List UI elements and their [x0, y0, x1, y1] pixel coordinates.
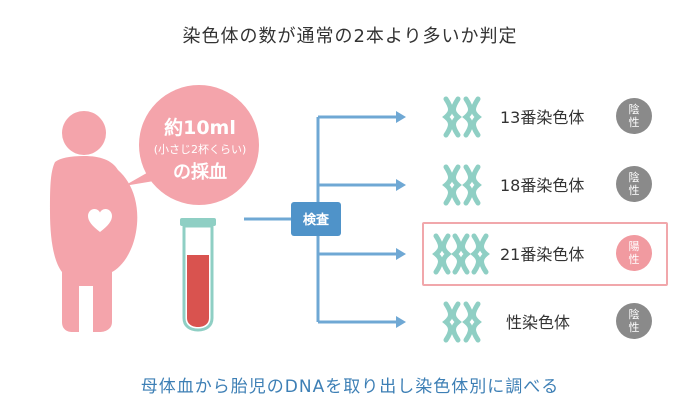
chromosome-icon [442, 164, 482, 206]
arrow-heads [396, 111, 406, 328]
row-label-13: 13番染色体 [500, 108, 585, 127]
result-badge-13: 陰 性 [616, 98, 652, 134]
result-badge-sex: 陰 性 [616, 303, 652, 339]
exam-label: 検査 [302, 213, 329, 228]
result-text: 陰 [628, 308, 640, 321]
result-text: 性 [628, 253, 640, 266]
result-text: 陰 [628, 103, 640, 116]
test-tube-icon [180, 218, 216, 332]
arrow-icon [396, 111, 406, 123]
positive-highlight-box [422, 222, 668, 286]
result-text: 陽 [628, 240, 640, 253]
row-label-18: 18番染色体 [500, 176, 585, 195]
heart-icon [88, 209, 112, 232]
row-label-sex: 性染色体 [506, 313, 571, 332]
result-text: 陰 [628, 171, 640, 184]
row-label-21: 21番染色体 [500, 245, 585, 264]
speech-bubble [124, 85, 259, 205]
arrow-icon [396, 179, 406, 191]
arrow-icon [396, 248, 406, 260]
result-badge-18: 陰 性 [616, 166, 652, 202]
exam-box [291, 202, 341, 236]
bubble-note: (小さじ2杯くらい) [153, 143, 247, 156]
result-text: 性 [628, 116, 640, 129]
page-title: 染色体の数が通常の2本より多いか判定 [182, 26, 518, 47]
chromosome-icon [432, 233, 490, 275]
result-text: 性 [628, 184, 640, 197]
bubble-volume: 約10ml [164, 117, 236, 139]
result-badge-21: 陽 性 [616, 235, 652, 271]
pregnant-woman-icon [50, 111, 138, 332]
chromosome-icon [442, 96, 482, 138]
arrow-icon [396, 316, 406, 328]
result-text: 性 [628, 321, 640, 334]
chromosome-icon [442, 301, 482, 343]
footer-caption: 母体血から胎児のDNAを取り出し染色体別に調べる [140, 377, 560, 397]
bubble-action: の採血 [173, 162, 227, 183]
